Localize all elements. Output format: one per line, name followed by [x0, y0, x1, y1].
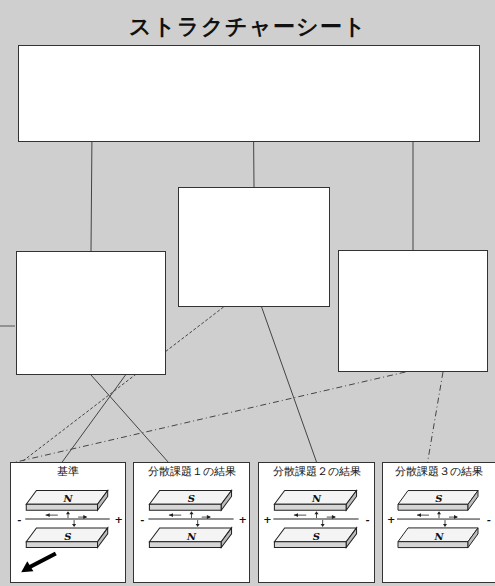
magnet-front-face: [274, 542, 346, 548]
magnet-top-face: [26, 491, 107, 505]
terminal-sign: +: [263, 515, 271, 525]
magnet-group: [397, 491, 480, 548]
result-panel: 分散課題３の結果 S N + -: [382, 462, 495, 583]
magnet-pole: S: [313, 532, 320, 542]
terminal-sign: +: [387, 515, 395, 525]
current-arrow-head: [294, 513, 298, 517]
magnet-pole: N: [187, 532, 196, 542]
terminal-sign: -: [140, 515, 144, 525]
magnet-pole: N: [434, 532, 443, 542]
magnet-side-face: [346, 491, 356, 511]
force-arrow-head: [314, 511, 318, 514]
magnet-top-face: [149, 491, 231, 505]
magnet-side-face: [468, 491, 478, 511]
structure-box: [178, 187, 330, 307]
magnet-top-face: [274, 528, 356, 542]
magnet-side-face: [468, 528, 478, 548]
structure-box: [16, 251, 166, 375]
magnet-pole: N: [63, 494, 72, 504]
magnet-top-face: [149, 528, 231, 542]
current-arrow-head: [417, 513, 421, 517]
magnet-front-face: [149, 504, 221, 510]
wire: [148, 519, 233, 520]
current-arrow-head: [46, 513, 50, 517]
motion-arrow: [29, 553, 55, 567]
field-arrow-head: [196, 524, 200, 527]
magnet-illustration: [259, 463, 374, 582]
current-arrow-head: [83, 515, 87, 519]
terminal-sign: -: [487, 515, 491, 525]
structure-box: [18, 45, 480, 142]
panel-heading: 分散課題３の結果: [383, 463, 495, 479]
magnet-group: [273, 491, 358, 548]
wire: [25, 519, 109, 520]
magnet-side-face: [98, 491, 108, 511]
magnet-front-face: [274, 504, 346, 510]
current-arrow-head: [169, 513, 173, 517]
magnet-side-face: [98, 528, 108, 548]
structure-box: [338, 250, 488, 372]
edge-mark: [0, 326, 15, 327]
magnet-front-face: [398, 542, 468, 548]
result-panel: 分散課題２の結果 N S + -: [258, 462, 375, 583]
terminal-sign: -: [366, 515, 370, 525]
result-panel: 分散課題１の結果 S N - +: [133, 462, 250, 583]
terminal-sign: +: [238, 515, 246, 525]
current-arrow-head: [454, 515, 458, 519]
magnet-front-face: [26, 542, 97, 548]
magnet-side-face: [221, 491, 231, 511]
magnet-top-face: [274, 491, 356, 505]
motion-arrow-head: [21, 561, 33, 572]
magnet-illustration: [134, 463, 249, 582]
magnet-top-face: [398, 528, 478, 542]
field-arrow-head: [72, 524, 76, 527]
magnet-illustration: [383, 463, 495, 582]
magnet-pole: S: [435, 494, 442, 504]
wire: [397, 519, 480, 520]
magnet-side-face: [346, 528, 356, 548]
connector-line: [428, 372, 443, 462]
connector-line: [262, 307, 317, 462]
magnet-pole: S: [188, 494, 195, 504]
panel-heading: 分散課題２の結果: [259, 463, 374, 479]
panel-heading: 分散課題１の結果: [134, 463, 249, 479]
connector-line: [91, 142, 93, 251]
magnet-pole: S: [64, 532, 71, 542]
magnet-illustration: [11, 463, 125, 582]
magnet-top-face: [398, 491, 478, 505]
sheet-title: ストラクチャーシート: [0, 12, 495, 42]
magnet-front-face: [149, 542, 221, 548]
panel-heading: 基準: [11, 463, 125, 479]
magnet-pole: N: [312, 494, 321, 504]
connector-line: [91, 375, 168, 462]
current-arrow-head: [207, 515, 211, 519]
connector-line: [16, 372, 406, 462]
magnet-side-face: [221, 528, 231, 548]
field-arrow-head: [443, 524, 447, 527]
magnet-front-face: [398, 504, 468, 510]
field-arrow-head: [321, 524, 325, 527]
current-arrow-head: [332, 515, 336, 519]
terminal-sign: -: [17, 515, 21, 525]
magnet-top-face: [26, 528, 107, 542]
force-arrow-head: [189, 511, 193, 514]
terminal-sign: +: [115, 515, 123, 525]
magnet-front-face: [26, 504, 97, 510]
force-arrow-head: [437, 511, 441, 514]
result-panel: 基準 N S - +: [10, 462, 126, 583]
wire: [273, 519, 358, 520]
connector-line: [253, 142, 254, 187]
magnet-group: [21, 491, 110, 573]
connector-line: [413, 142, 414, 250]
force-arrow-head: [66, 511, 70, 514]
magnet-group: [148, 491, 233, 548]
